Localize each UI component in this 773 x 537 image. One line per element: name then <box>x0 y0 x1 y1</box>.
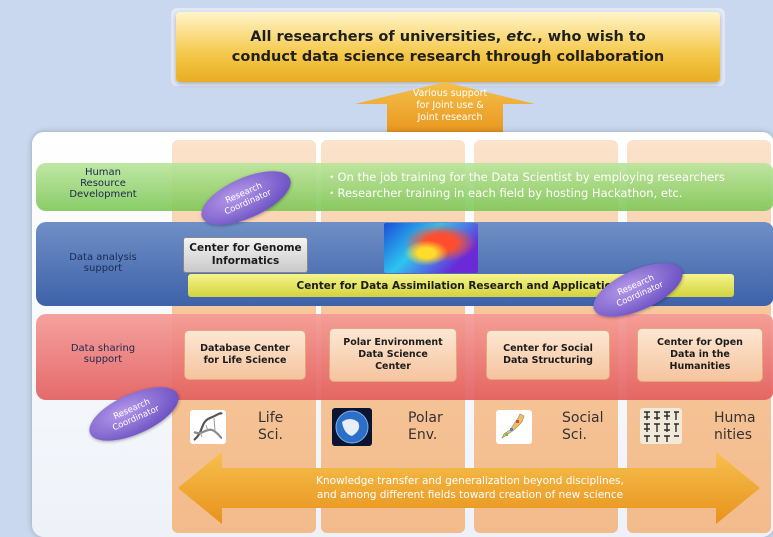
target-banner: All researchers of universities, etc., w… <box>176 12 720 82</box>
center-polar: Polar Environment Data Science Center <box>329 328 457 382</box>
polar-center-2: Data Science <box>358 349 428 360</box>
row-human-resource <box>36 163 773 211</box>
field-humanities: Huma nities <box>714 410 756 444</box>
label-ds-1: Data sharing <box>70 343 136 354</box>
label-hr-1: Human <box>84 167 122 178</box>
label-ds-2: support <box>83 354 123 365</box>
label-da-1: Data analysis <box>69 252 137 263</box>
genome-line-2: Informatics <box>211 255 280 267</box>
center-social: Center for Social Data Structuring <box>486 330 610 380</box>
field-polar-1: Polar <box>408 410 443 426</box>
field-life-1: Life <box>258 410 284 426</box>
bottom-line-2: and among different fields toward creati… <box>316 489 624 501</box>
field-social-1: Social <box>562 410 604 426</box>
classical-text-icon <box>640 408 682 444</box>
label-data-sharing: Data sharing support <box>44 343 162 365</box>
field-life: Life Sci. <box>258 410 283 444</box>
dna-icon <box>190 410 226 444</box>
field-polar: Polar Env. <box>408 410 443 444</box>
hum-center-2: Data in the <box>670 349 730 360</box>
hr-text-1: ・On the job training for the Data Scient… <box>326 170 725 184</box>
support-line-1: Various support <box>412 88 488 99</box>
banner-line-2: conduct data science research through co… <box>231 49 665 65</box>
banner-line-1: All researchers of universities, etc., w… <box>250 29 646 45</box>
field-social-2: Sci. <box>562 427 587 443</box>
label-human-resource: Human Resource Development <box>44 167 162 200</box>
support-line-3: Joint research <box>417 112 483 123</box>
center-life-science: Database Center for Life Science <box>184 330 306 380</box>
support-text: Various support for Joint use & Joint re… <box>395 88 505 132</box>
polar-center-3: Center <box>375 361 411 372</box>
label-hr-2: Resource <box>80 178 126 189</box>
center-humanities: Center for Open Data in the Humanities <box>637 328 763 382</box>
social-center-2: Data Structuring <box>503 355 593 366</box>
field-social: Social Sci. <box>562 410 604 444</box>
knowledge-transfer-arrow <box>178 452 760 524</box>
bottom-line-1: Knowledge transfer and generalization be… <box>316 475 624 487</box>
knowledge-transfer-text: Knowledge transfer and generalization be… <box>250 474 690 502</box>
life-center-1: Database Center <box>200 343 290 354</box>
hum-center-1: Center for Open <box>657 337 743 348</box>
label-hr-3: Development <box>69 189 137 200</box>
up-arrow <box>355 82 535 134</box>
polar-center-1: Polar Environment <box>343 337 443 348</box>
life-center-2: for Life Science <box>203 355 287 366</box>
simulation-image <box>384 223 478 273</box>
field-hum-2: nities <box>714 427 753 443</box>
japan-map-icon <box>496 410 532 444</box>
globe-icon <box>332 408 372 446</box>
label-data-analysis: Data analysis support <box>44 252 162 274</box>
hr-text-2: ・Researcher training in each field by ho… <box>326 186 683 200</box>
social-center-1: Center for Social <box>503 343 593 354</box>
genome-line-1: Center for Genome <box>189 242 302 254</box>
field-polar-2: Env. <box>408 427 438 443</box>
center-data-assimilation: Center for Data Assimilation Research an… <box>188 274 734 297</box>
label-da-2: support <box>83 263 123 274</box>
center-genome-informatics: Center for Genome Informatics <box>183 237 308 273</box>
field-hum-1: Huma <box>714 410 756 426</box>
hum-center-3: Humanities <box>669 361 731 372</box>
field-life-2: Sci. <box>258 427 283 443</box>
support-line-2: for Joint use & <box>416 100 484 111</box>
